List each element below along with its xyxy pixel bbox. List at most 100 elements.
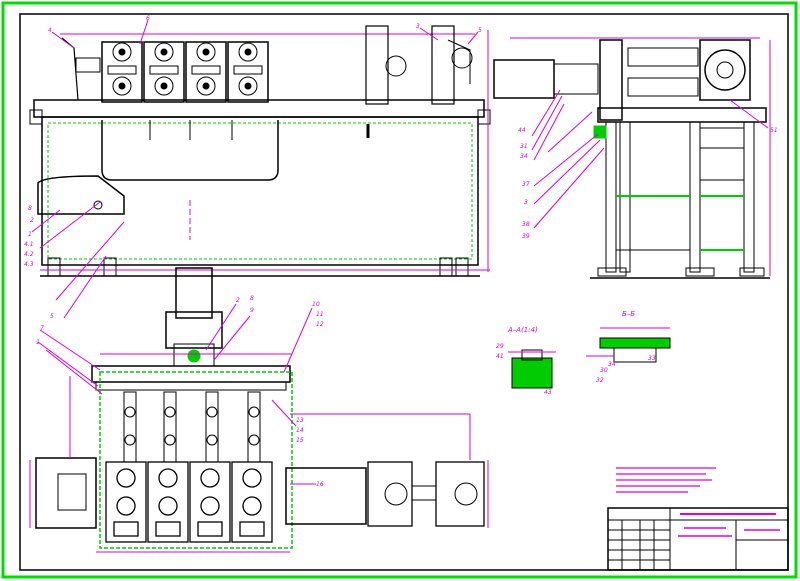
side-roller-frame <box>599 39 623 121</box>
rail-end-right <box>477 109 491 125</box>
callout-side-31: 31 <box>520 143 528 150</box>
front-leaders <box>31 19 479 319</box>
side-gear-housing <box>699 39 751 101</box>
callout-plan-10: 10 <box>312 301 320 308</box>
guide-stand-2 <box>431 25 455 105</box>
callout-front-8: 8 <box>28 205 32 212</box>
rail-end-left <box>29 109 43 125</box>
callout-front-2: 2 <box>30 217 34 224</box>
callout-plan-5: 5 <box>50 313 54 320</box>
section-aa-shape <box>511 357 553 389</box>
plan-channel <box>285 467 367 525</box>
callout-plan-7: 7 <box>40 325 44 332</box>
plan-roller-stands <box>105 461 273 543</box>
section-bb-view: Б–Б <box>586 310 671 363</box>
callouts-front: 4 6 3 5 8 2 1 4.1 4.2 4.3 <box>24 15 482 268</box>
callout-front-4-2: 4.2 <box>24 251 34 258</box>
guide-wheel-1 <box>385 55 407 77</box>
section-bb-base <box>613 347 657 363</box>
plan-inlet-inner <box>57 473 87 511</box>
plan-inlet <box>35 457 97 529</box>
callout-plan-2: 2 <box>236 297 240 304</box>
callouts-section-bb: 30 32 33 34 <box>596 355 656 384</box>
side-tabletop <box>597 107 767 123</box>
callout-plan-12: 12 <box>316 321 324 328</box>
guide-bracket <box>447 39 471 84</box>
technical-notes <box>616 467 716 493</box>
plan-connector <box>411 485 437 501</box>
callout-front-4-3: 4.3 <box>24 261 34 268</box>
side-coupling <box>553 63 599 95</box>
plan-motor <box>175 267 213 319</box>
callout-side-39: 39 <box>522 233 530 240</box>
callout-plan-9: 9 <box>250 307 254 314</box>
callout-section-aa-43: 43 <box>544 389 552 396</box>
guide-wheel-2 <box>451 47 473 69</box>
callout-plan-8: 8 <box>250 295 254 302</box>
side-foot-2 <box>685 267 715 277</box>
side-stair-top <box>699 127 745 149</box>
title-block <box>607 507 789 571</box>
plan-green-joint <box>187 349 201 363</box>
callout-front-4: 4 <box>48 27 52 34</box>
side-leaders <box>531 89 769 229</box>
front-view <box>29 25 491 277</box>
callout-section-bb-32: 32 <box>596 377 604 384</box>
inner-trough <box>101 120 279 181</box>
callout-front-5: 5 <box>478 27 482 34</box>
top-rail <box>33 99 485 118</box>
callout-side-34: 34 <box>520 153 528 160</box>
plan-guide-wheel-2 <box>454 482 478 506</box>
callout-side-44: 44 <box>518 127 526 134</box>
callout-plan-13: 13 <box>296 417 304 424</box>
hopper-bolt <box>93 200 103 210</box>
callout-front-3: 3 <box>416 23 420 30</box>
callout-side-3: 3 <box>524 199 528 206</box>
callout-front-4-1: 4.1 <box>24 241 34 248</box>
callouts-section-aa: 29 41 43 <box>496 343 552 396</box>
callout-plan-16: 16 <box>316 481 324 488</box>
side-shaft-upper <box>627 47 699 67</box>
side-view <box>493 37 771 279</box>
inner-frame <box>19 13 789 571</box>
section-aa-cap <box>521 349 543 361</box>
plan-shaft-guard <box>95 381 287 391</box>
section-bb-label: Б–Б <box>622 310 635 318</box>
callout-section-aa-41: 41 <box>496 353 504 360</box>
callout-plan-14: 14 <box>296 427 304 434</box>
roller-stands <box>101 41 269 103</box>
callout-plan-15: 15 <box>296 437 304 444</box>
callout-plan-11: 11 <box>316 311 324 318</box>
callout-section-aa-29: 29 <box>496 343 504 350</box>
side-gear-wheel <box>704 49 746 91</box>
tank-inner-dashed <box>47 122 473 260</box>
plan-guide-wheel-1 <box>384 482 408 506</box>
section-aa-view: А–А(1:4) <box>507 326 556 389</box>
callout-side-38: 38 <box>522 221 530 228</box>
callout-section-bb-33: 33 <box>648 355 656 362</box>
callout-front-6: 6 <box>146 15 150 22</box>
callout-side-51: 51 <box>770 127 778 134</box>
callout-front-1: 1 <box>28 231 32 238</box>
side-shaft-lower <box>627 77 699 97</box>
section-bb-plate <box>599 337 671 349</box>
plan-body-outline <box>99 371 293 549</box>
title-block-frame <box>607 507 789 571</box>
callouts-side: 44 31 34 37 3 38 39 51 <box>518 127 778 240</box>
plan-leaders <box>37 303 316 485</box>
callout-section-bb-34: 34 <box>608 361 616 368</box>
side-gear-hub <box>716 61 734 79</box>
plan-view <box>29 267 489 553</box>
section-aa-label: А–А(1:4) <box>507 326 538 334</box>
inlet-block <box>75 57 101 73</box>
callout-plan-1: 1 <box>36 339 40 346</box>
guide-stand-1 <box>365 25 389 105</box>
callout-section-bb-30: 30 <box>600 367 608 374</box>
side-foot-1 <box>597 267 627 277</box>
callout-side-37: 37 <box>522 181 530 188</box>
plan-gearbox <box>165 311 223 349</box>
side-foot-3 <box>739 267 765 277</box>
